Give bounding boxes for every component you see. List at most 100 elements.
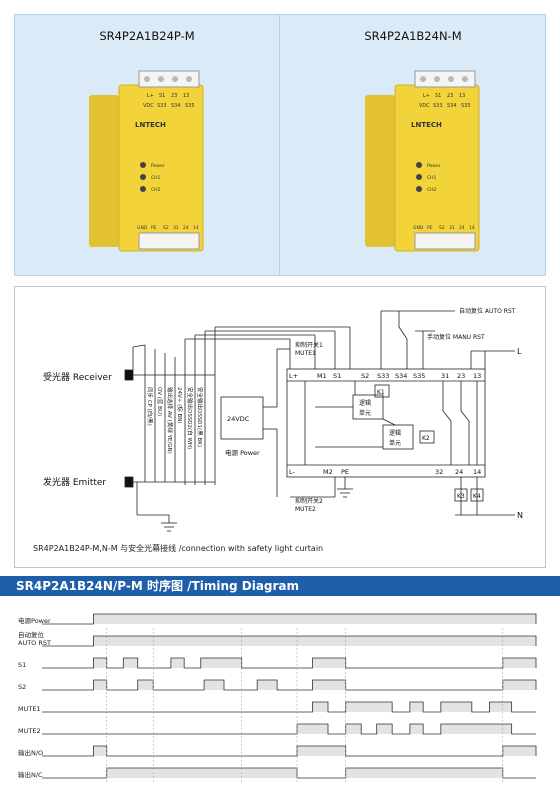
timing-pulse (409, 702, 424, 712)
timing-pulse (502, 680, 536, 690)
ch1-led (416, 174, 422, 180)
relay-k2: K2 (422, 435, 430, 442)
wire-label: 安全输出OSSD1(黑 BK) (196, 387, 204, 447)
power-led (416, 162, 422, 168)
unit-label: 单元 (389, 439, 401, 447)
terminal-label: VDC (143, 103, 154, 109)
terminal-label: 24 (459, 225, 465, 231)
terminal-label: 13 (459, 93, 465, 99)
wiring-caption: SR4P2A1B24P-M,N-M 与安全光幕接线 /connection wi… (33, 543, 323, 553)
power-voltage: 24VDC (227, 415, 250, 423)
timing-trace (42, 679, 537, 691)
terminal-label: S34 (395, 372, 407, 380)
led-label: CH1 (151, 175, 161, 181)
timing-trace (42, 701, 536, 713)
timing-pulse (297, 724, 328, 734)
timing-pulse (200, 658, 242, 668)
product-photos: SR4P2A1B24P-M SR4P2A1B24N-M L+ S1 23 13 … (14, 14, 546, 276)
wire-label: 安全输出OSSD2(白 WH) (186, 387, 194, 449)
timing-pulse (312, 702, 328, 712)
top-terminal-screws (420, 76, 468, 82)
ch1-led (140, 174, 146, 180)
top-terminal-screws (144, 76, 192, 82)
line-l-label: L (517, 347, 522, 356)
timing-trace (42, 635, 537, 647)
terminal-label: GND (413, 225, 424, 231)
terminal-label: L+ (289, 372, 298, 380)
led-label: CH2 (427, 187, 437, 193)
timing-pulse (440, 702, 472, 712)
timing-pulse (257, 680, 278, 690)
timing-trace (42, 613, 537, 625)
mute1-en-label: MUTE1 (295, 350, 316, 357)
terminal-label: VDC (419, 103, 430, 109)
timing-pulse (93, 746, 107, 756)
wire-label: OV (蓝 BU) (156, 387, 164, 416)
timing-signal-label: AUTO RST (18, 639, 51, 647)
timing-pulse (345, 768, 503, 778)
terminal-label: 14 (473, 468, 481, 476)
timing-pulse (502, 746, 536, 756)
timing-signal-label: 输出N/C (18, 770, 43, 779)
timing-pulse (409, 724, 424, 734)
timing-pulse (170, 658, 185, 668)
receiver-label: 受光器 Receiver (43, 371, 112, 383)
ch2-led (416, 186, 422, 192)
timing-pulse (312, 680, 346, 690)
relay-image-2: L+ S1 23 13 VDC S33 S34 S35 LNTECH Power… (365, 70, 480, 252)
wire-label: 输出选择 AV (黄绿 YE/GN) (166, 387, 174, 454)
terminal-label: L+ (423, 93, 430, 99)
ch2-led (140, 186, 146, 192)
terminal-label: L- (289, 468, 296, 476)
logic-label: 逻辑 (359, 399, 371, 407)
terminal-label: L+ (147, 93, 154, 99)
terminal-label: S33 (377, 372, 389, 380)
relay-image-1: L+ S1 23 13 VDC S33 S34 S35 LNTECH Power… (89, 70, 204, 252)
terminal-label: S1 (435, 93, 441, 99)
terminal-label: 13 (183, 93, 189, 99)
wire-label: 24V+ (棕 BN) (176, 387, 184, 424)
line-n-label: N (517, 511, 523, 520)
terminal-label: S33 (157, 103, 167, 109)
timing-trace (42, 723, 536, 735)
photo-divider (279, 15, 280, 275)
timing-pulse (297, 746, 346, 756)
auto-rst-label: 自动复位 AUTO RST (459, 307, 516, 315)
timing-signal-label: MUTE1 (18, 705, 41, 713)
terminal-label: 14 (469, 225, 475, 231)
timing-pulse (106, 768, 298, 778)
timing-pulse (93, 658, 107, 668)
wire-label: 同步 CP (白/黑) (146, 387, 154, 426)
timing-trace (42, 745, 537, 757)
led-label: Power (427, 163, 441, 169)
timing-pulse (376, 724, 393, 734)
terminal-label: S2 (361, 372, 369, 380)
terminal-label: S35 (413, 372, 425, 380)
timing-trace (42, 657, 537, 669)
led-label: Power (151, 163, 165, 169)
terminal-label: 31 (173, 225, 179, 231)
manu-rst-label: 手动复位 MANU RST (427, 333, 485, 341)
timing-signal-label: S1 (18, 661, 26, 669)
mute2-en-label: MUTE2 (295, 506, 316, 513)
wiring-diagram: 受光器 Receiver 发光器 Emitter 同步 CP (白/黑) OV … (14, 286, 546, 568)
timing-pulse (137, 680, 154, 690)
timing-pulse (93, 680, 107, 690)
power-label: 电源 Power (225, 448, 260, 457)
terminal-label: M1 (317, 372, 327, 380)
unit-label: 单元 (359, 409, 371, 417)
timing-pulse (440, 724, 512, 734)
timing-pulse (204, 680, 224, 690)
terminal-label: S1 (333, 372, 341, 380)
timing-pulse (312, 658, 346, 668)
terminal-label: S1 (159, 93, 165, 99)
timing-pulse (123, 658, 138, 668)
logic-label: 逻辑 (389, 429, 401, 437)
terminal-label: 32 (435, 468, 443, 476)
emitter-label: 发光器 Emitter (43, 476, 106, 488)
timing-signal-label: 电源Power (18, 616, 51, 625)
terminal-label: 13 (473, 372, 481, 380)
relay-k4: K4 (473, 493, 481, 500)
terminal-label: 14 (193, 225, 199, 231)
brand-label: LNTECH (411, 121, 442, 129)
